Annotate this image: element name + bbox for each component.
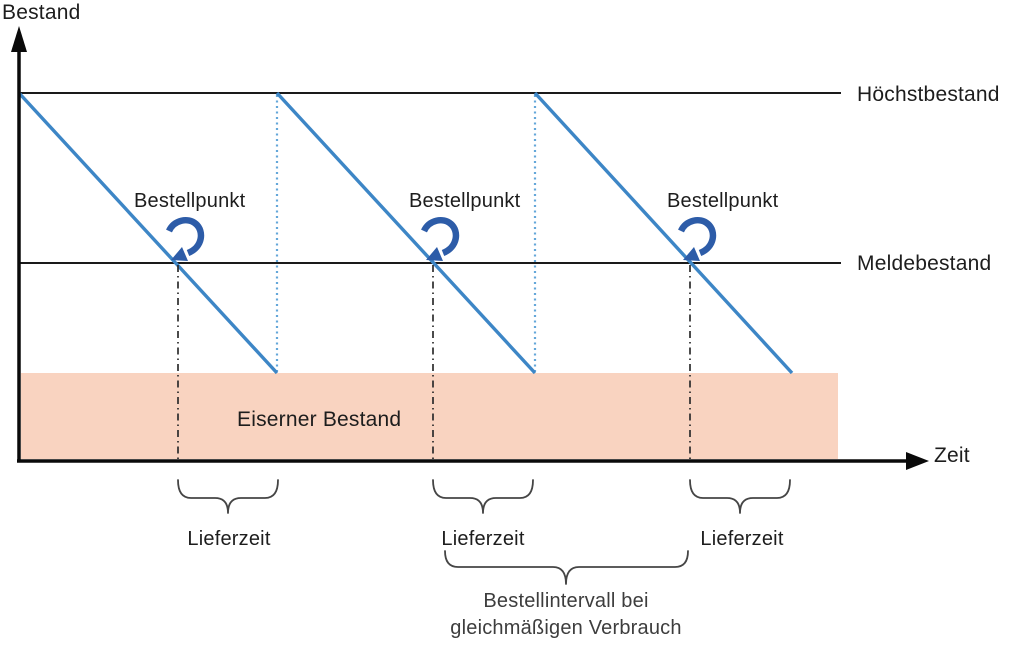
order-interval-caption-line2: gleichmäßigen Verbrauch	[450, 617, 682, 639]
delivery-time-brace-2	[432, 479, 534, 514]
order-point-arrow-2	[424, 220, 456, 261]
y-axis-label: Bestand	[2, 1, 81, 24]
delivery-time-label-2: Lieferzeit	[441, 528, 525, 550]
order-interval-brace	[444, 550, 689, 585]
stock-decline-line-1	[17, 91, 279, 375]
order-point-label-1: Bestellpunkt	[134, 190, 246, 212]
order-point-arrow-1	[169, 220, 201, 261]
x-axis-label: Zeit	[934, 444, 970, 467]
reorder-level-label: Meldebestand	[857, 252, 992, 275]
order-point-label-2: Bestellpunkt	[409, 190, 521, 212]
stock-decline-line-3	[533, 91, 794, 375]
delivery-time-brace-1	[177, 479, 279, 514]
order-interval-caption-line1: Bestellintervall bei	[483, 590, 649, 612]
safety-stock-band	[21, 373, 838, 459]
order-interval-caption: Bestellintervall bei gleichmäßigen Verbr…	[450, 588, 681, 642]
delivery-time-label-1: Lieferzeit	[187, 528, 271, 550]
y-axis-arrowhead	[11, 26, 27, 52]
stock-decline-line-2	[275, 91, 537, 375]
safety-stock-label: Eiserner Bestand	[237, 408, 402, 431]
x-axis-arrowhead	[906, 452, 929, 470]
delivery-time-brace-3	[689, 479, 791, 514]
max-stock-label: Höchstbestand	[857, 83, 1000, 106]
order-point-label-3: Bestellpunkt	[667, 190, 779, 212]
delivery-time-label-3: Lieferzeit	[700, 528, 784, 550]
